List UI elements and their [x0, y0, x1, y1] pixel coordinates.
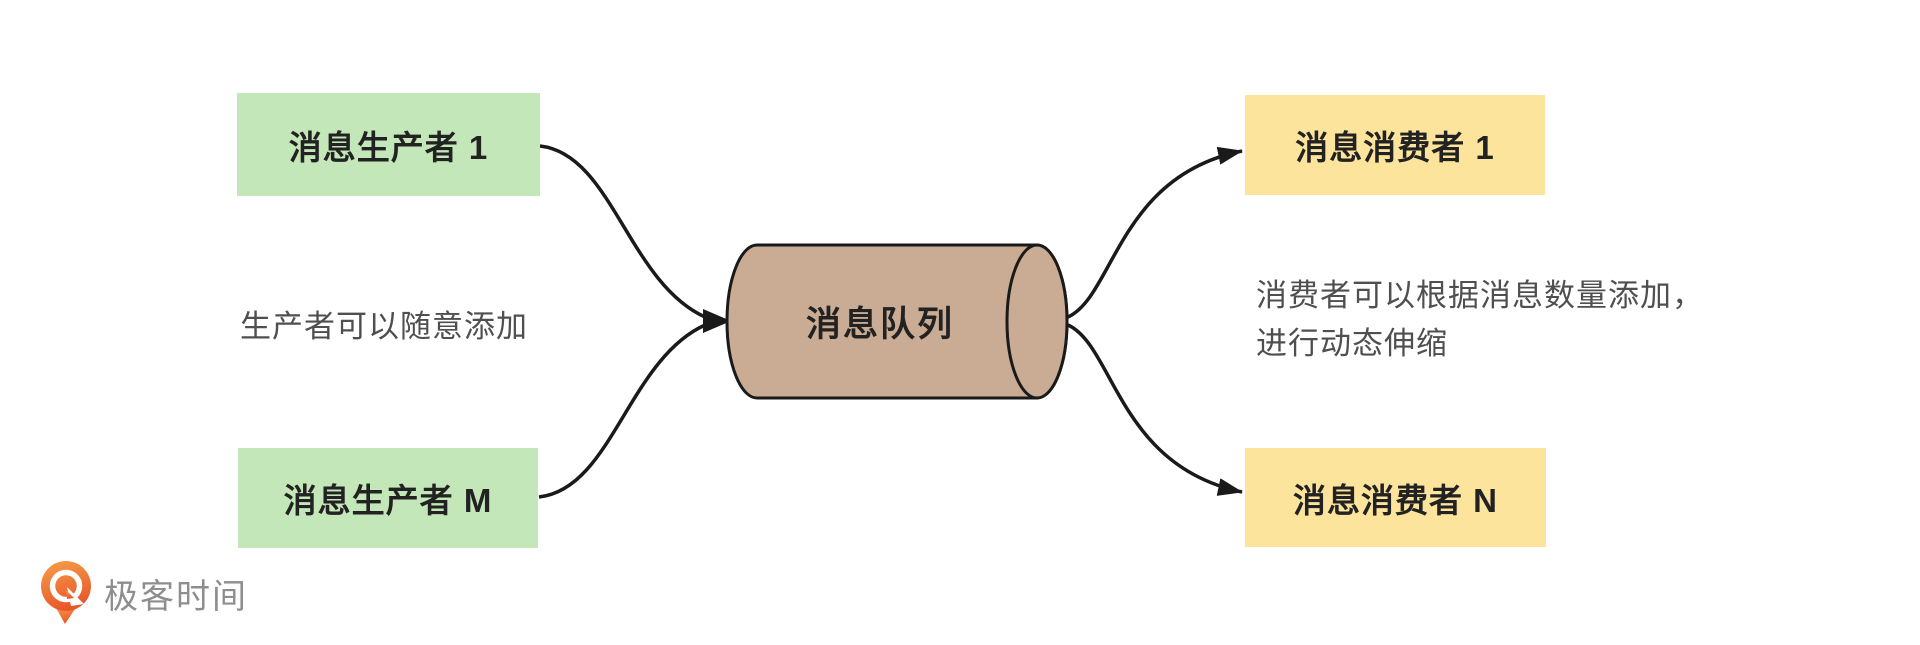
geektime-pin-icon: [41, 561, 91, 624]
node-producer-1-label: 消息生产者 1: [288, 128, 489, 166]
queue-cylinder-shape: [725, 243, 1069, 400]
geektime-logo: 极客时间: [40, 560, 248, 626]
queue-node-label: 消息队列: [805, 305, 954, 344]
edge-queue-to-consumerN: [1067, 323, 1243, 496]
annotation-consumers-line2: 进行动态伸缩: [1256, 326, 1448, 361]
edge-queue-to-consumer1: [1067, 146, 1243, 319]
node-producer-1: 消息生产者 1: [237, 93, 540, 196]
node-producer-m-label: 消息生产者 M: [283, 482, 493, 519]
annotation-producers: 生产者可以随意添加: [240, 309, 528, 344]
annotation-consumers-line1: 消费者可以根据消息数量添加，: [1256, 278, 1704, 313]
edge-producerM-to-queue: [538, 323, 706, 499]
node-consumer-n: 消息消费者 N: [1245, 448, 1546, 547]
annotation-consumers: 消费者可以根据消息数量添加， 进行动态伸缩: [1256, 272, 1704, 368]
edge-producer1-to-queue: [539, 144, 706, 319]
node-producer-m: 消息生产者 M: [238, 448, 538, 548]
node-consumer-1: 消息消费者 1: [1245, 95, 1545, 195]
arrowhead-into-queue: [703, 309, 731, 333]
node-consumer-1-label: 消息消费者 1: [1295, 129, 1495, 166]
geektime-logo-text: 极客时间: [104, 577, 248, 616]
node-consumer-n-label: 消息消费者 N: [1293, 481, 1498, 519]
